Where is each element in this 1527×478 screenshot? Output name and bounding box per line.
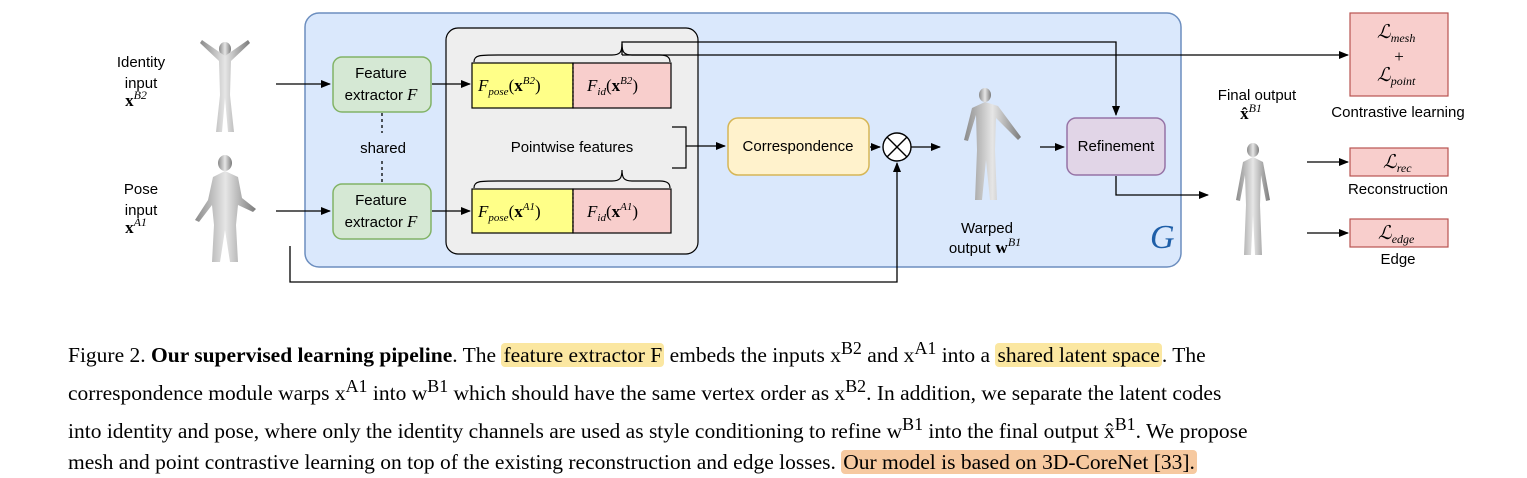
identity-input-line2: input bbox=[125, 75, 158, 92]
caption-line-4: mesh and point contrastive learning on t… bbox=[68, 447, 1468, 478]
feature-extractor-bottom bbox=[332, 183, 432, 240]
caption-line-1: Figure 2. Our supervised learning pipeli… bbox=[68, 333, 1468, 371]
caption-line-3: into identity and pose, where only the i… bbox=[68, 409, 1468, 447]
correspondence-box bbox=[727, 117, 870, 176]
fpose-top bbox=[471, 62, 574, 109]
identity-input-line1: Identity bbox=[117, 54, 166, 71]
caption-line-2: correspondence module warps xA1 into wB1… bbox=[68, 371, 1468, 409]
pointwise-features-label: Pointwise features bbox=[511, 139, 634, 156]
pose-input-line1: Pose bbox=[124, 181, 158, 198]
pose-input-mesh bbox=[195, 155, 256, 262]
caption-label: Figure 2. bbox=[68, 343, 146, 368]
generator-label: G bbox=[1150, 219, 1175, 256]
correspondence-label: Correspondence bbox=[743, 138, 854, 155]
fpose-bottom bbox=[471, 188, 574, 234]
fpose-bottom-text: Fpose(xA1) bbox=[477, 201, 541, 224]
feature-extractor-bottom-line1: Feature bbox=[355, 192, 407, 209]
feature-extractor-top bbox=[332, 56, 432, 113]
caption-text: . We propose bbox=[1135, 419, 1248, 444]
caption-text: . In addition, we separate the latent co… bbox=[866, 381, 1222, 406]
highlight-feature-extractor: feature extractor F bbox=[501, 343, 665, 368]
loss-contrastive-label: Contrastive learning bbox=[1331, 104, 1464, 121]
caption-title: Our supervised learning pipeline bbox=[151, 343, 453, 368]
caption-text: correspondence module warps x bbox=[68, 381, 346, 406]
fid-top bbox=[572, 62, 672, 109]
loss-rec: ℒrec bbox=[1383, 152, 1412, 175]
caption-text: and x bbox=[861, 343, 915, 368]
caption-sup: B1 bbox=[427, 376, 449, 397]
shared-label: shared bbox=[360, 140, 406, 157]
fid-bottom-text: Fid(xA1) bbox=[586, 201, 638, 224]
caption-text: mesh and point contrastive learning on t… bbox=[68, 450, 842, 475]
figure-caption: Figure 2. Our supervised learning pipeli… bbox=[68, 333, 1468, 478]
feature-extractor-top-line1: Feature bbox=[355, 65, 407, 82]
caption-text: embeds the inputs x bbox=[664, 343, 841, 368]
fid-top-text: Fid(xB2) bbox=[586, 75, 638, 98]
caption-sup: B1 bbox=[1114, 414, 1136, 435]
identity-input-mesh bbox=[200, 40, 250, 132]
refinement-box bbox=[1066, 117, 1166, 176]
highlight-3d-corenet: Our model is based on 3D-CoreNet [33]. bbox=[841, 450, 1197, 475]
caption-sup: A1 bbox=[914, 338, 937, 358]
caption-text: . The bbox=[452, 343, 502, 368]
loss-mesh: ℒmesh bbox=[1377, 22, 1415, 45]
fpose-top-text: Fpose(xB2) bbox=[477, 75, 541, 98]
pose-input-line2: input bbox=[125, 202, 158, 219]
loss-point: ℒpoint bbox=[1377, 65, 1416, 88]
caption-text: into a bbox=[936, 343, 996, 368]
loss-rec-box bbox=[1349, 147, 1449, 177]
caption-text: into the final output x̂ bbox=[923, 419, 1115, 444]
loss-rec-label: Reconstruction bbox=[1348, 181, 1448, 198]
final-output-line1: Final output bbox=[1218, 87, 1297, 104]
final-output-symbol: x̂B1 bbox=[1240, 101, 1262, 123]
refinement-label: Refinement bbox=[1078, 138, 1156, 155]
caption-sup: B2 bbox=[840, 338, 862, 358]
final-output-mesh bbox=[1236, 143, 1270, 255]
caption-sup: A1 bbox=[345, 376, 368, 397]
caption-text: which should have the same vertex order … bbox=[448, 381, 846, 406]
caption-text: into w bbox=[367, 381, 428, 406]
warped-line1: Warped bbox=[961, 220, 1013, 237]
highlight-shared-latent: shared latent space bbox=[995, 343, 1162, 368]
caption-text: . The bbox=[1161, 343, 1206, 368]
pose-input-symbol: xA1 bbox=[125, 215, 147, 237]
multiply-operator bbox=[882, 132, 912, 162]
caption-sup: B2 bbox=[845, 376, 867, 397]
identity-input-symbol: xB2 bbox=[125, 88, 147, 110]
fid-bottom bbox=[572, 188, 672, 234]
warped-output-mesh bbox=[964, 88, 1021, 200]
loss-plus: + bbox=[1394, 47, 1404, 66]
pipeline-diagram: G Pointwise features Identity input xB2 … bbox=[117, 12, 1465, 283]
caption-text: into identity and pose, where only the i… bbox=[68, 419, 903, 444]
loss-edge: ℒedge bbox=[1378, 223, 1415, 246]
loss-contrastive-box bbox=[1349, 12, 1449, 97]
loss-edge-label: Edge bbox=[1380, 251, 1415, 268]
caption-sup: B1 bbox=[902, 414, 924, 435]
loss-edge-box bbox=[1349, 218, 1449, 248]
